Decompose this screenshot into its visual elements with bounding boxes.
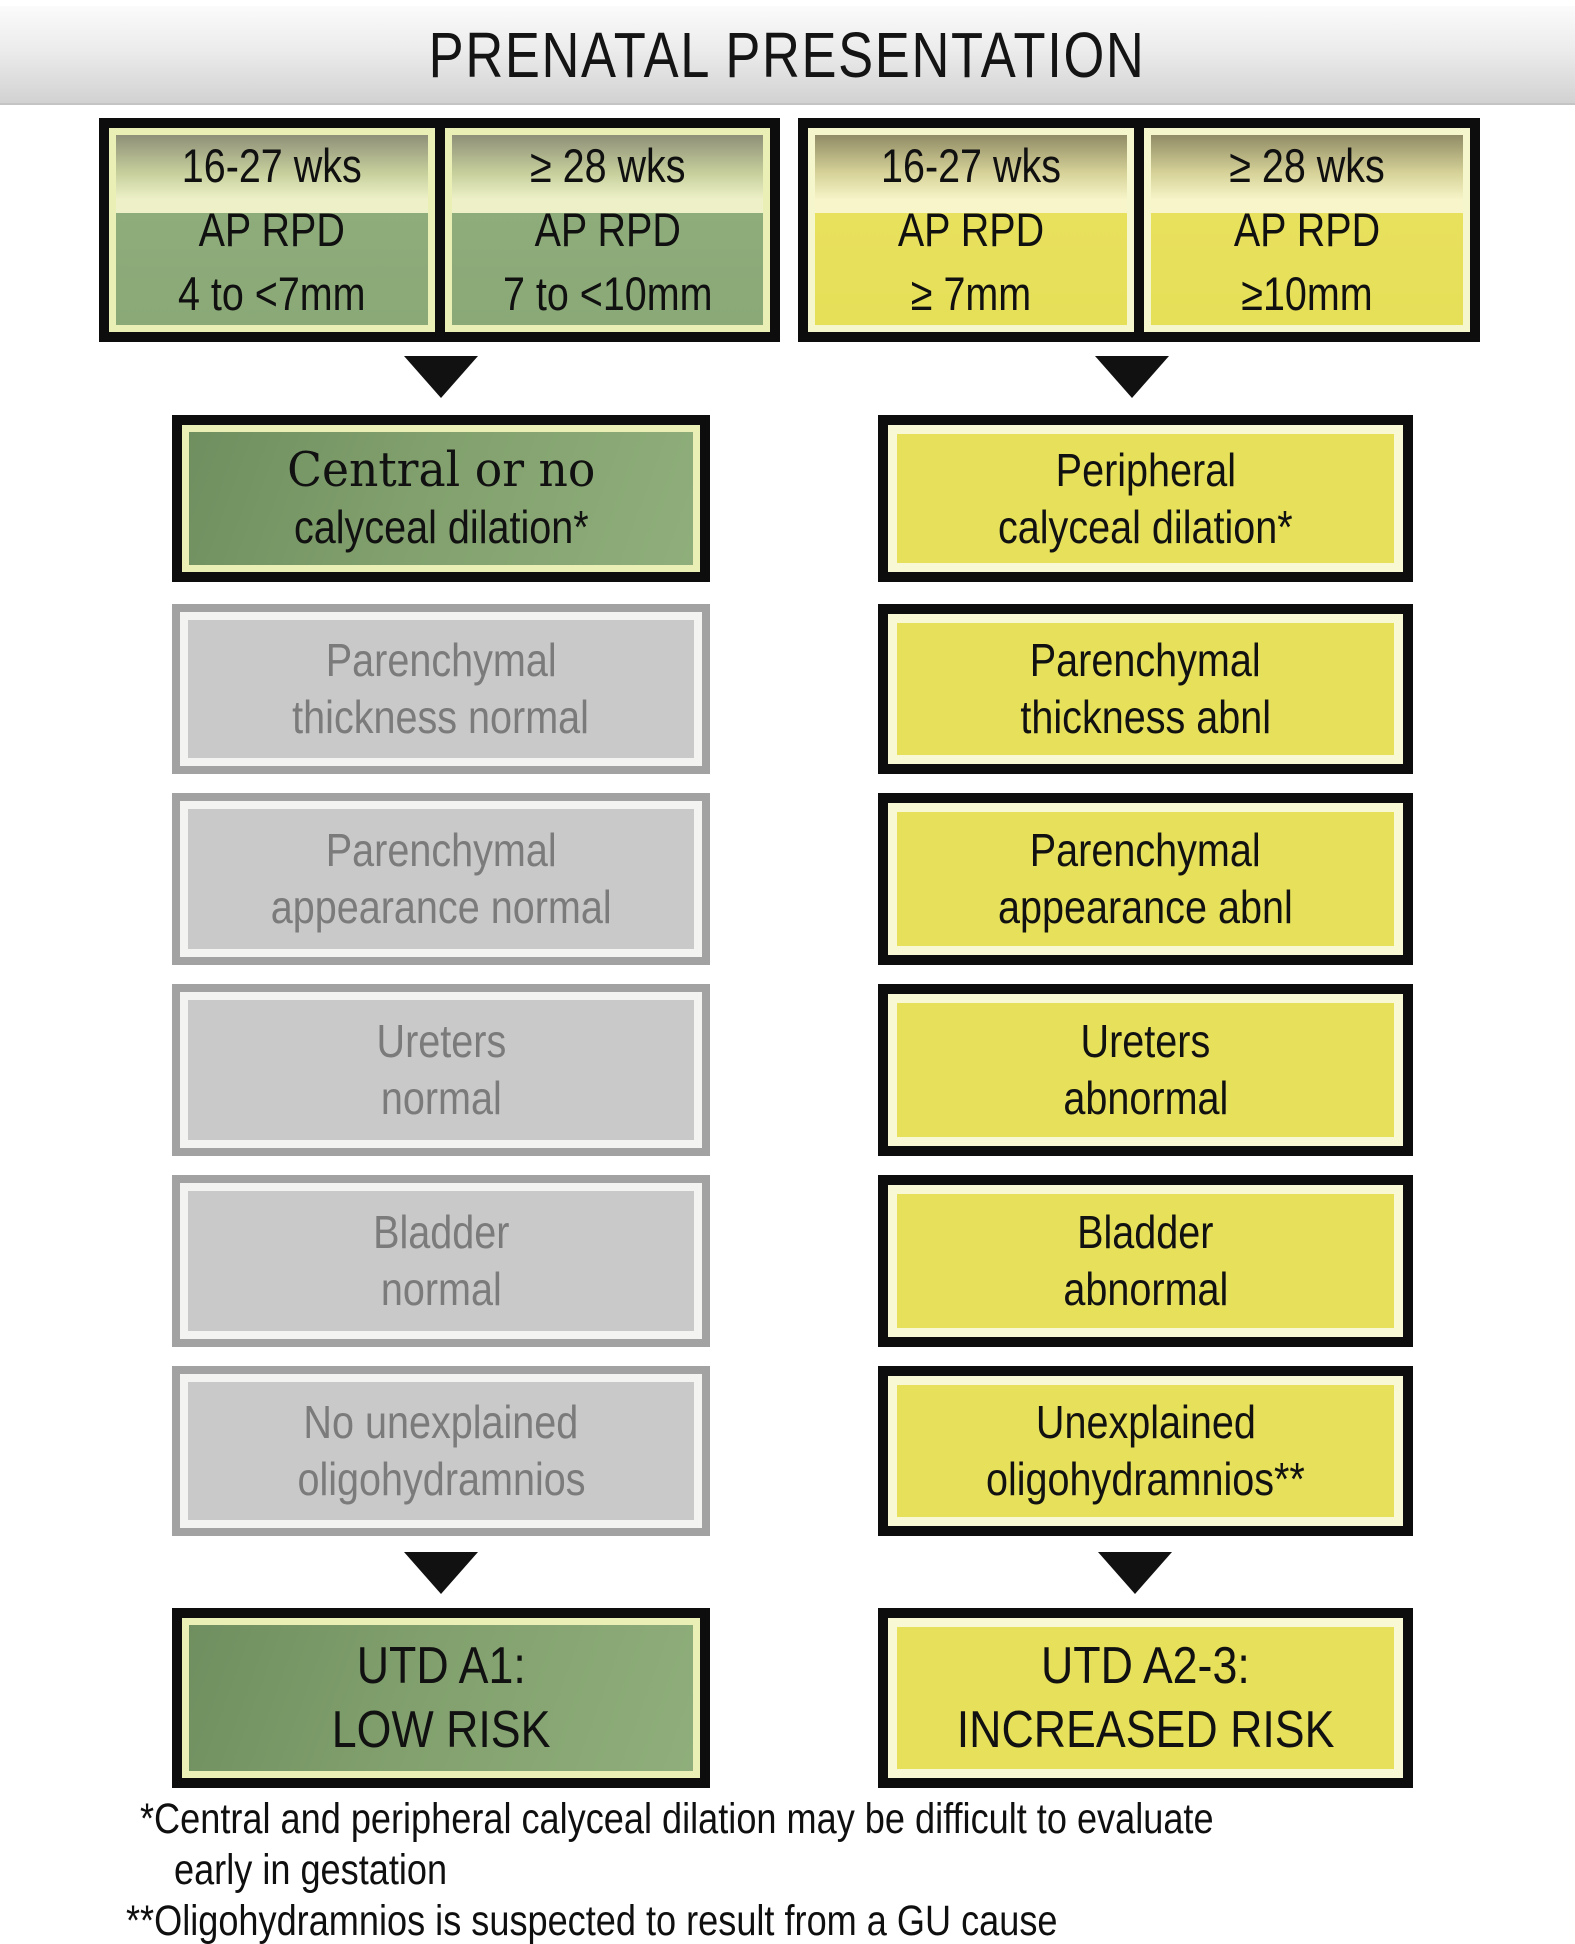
header-group-low-risk: 16-27 wks AP RPD 4 to <7mm ≥ 28 wks AP R… bbox=[99, 118, 780, 342]
criterion-line1: Bladder bbox=[372, 1206, 510, 1258]
criterion-line1: Parenchymal bbox=[1030, 634, 1261, 686]
left-oligohydramnios-box: No unexplained oligohydramnios bbox=[172, 1366, 710, 1536]
left-parenchymal-thickness-box: Parenchymal thickness normal bbox=[172, 604, 710, 774]
header-left-28wks-fill: ≥ 28 wks AP RPD 7 to <10mm bbox=[451, 135, 763, 325]
left-parenchymal-appearance-box: Parenchymal appearance normal bbox=[172, 793, 710, 965]
criterion-line1: Parenchymal bbox=[325, 634, 557, 686]
header-measure: AP RPD bbox=[1233, 203, 1381, 256]
right-calyceal-dilation-box: Peripheral calyceal dilation* bbox=[878, 415, 1413, 582]
left-calyceal-dilation-box: Central or no calyceal dilation* bbox=[172, 415, 710, 582]
header-right-28wks-fill: ≥ 28 wks AP RPD ≥10mm bbox=[1151, 135, 1463, 325]
right-ureters-box: Ureters abnormal bbox=[878, 984, 1413, 1156]
left-outcome-fill: UTD A1: LOW RISK bbox=[189, 1625, 693, 1771]
down-arrow-right-top bbox=[1095, 356, 1169, 398]
criterion-line1: Ureters bbox=[1080, 1015, 1211, 1067]
right-oligohydramnios-fill: Unexplained oligohydramnios** bbox=[897, 1385, 1394, 1517]
criterion-line2: oligohydramnios** bbox=[986, 1453, 1305, 1505]
criterion-line1: Parenchymal bbox=[1030, 824, 1261, 876]
criterion-line2: normal bbox=[380, 1072, 502, 1124]
footnotes: *Central and peripheral calyceal dilatio… bbox=[0, 1794, 1575, 1944]
down-arrow-left-top bbox=[404, 356, 478, 398]
header-measure: AP RPD bbox=[198, 203, 345, 256]
criterion-line2: appearance normal bbox=[270, 881, 612, 933]
right-ureters-fill: Ureters abnormal bbox=[897, 1003, 1394, 1137]
header-right-16-27wks-fill: 16-27 wks AP RPD ≥ 7mm bbox=[815, 135, 1127, 325]
down-arrow-right-bottom bbox=[1098, 1552, 1172, 1594]
left-bladder-fill: Bladder normal bbox=[188, 1191, 694, 1331]
left-calyceal-dilation-fill: Central or no calyceal dilation* bbox=[189, 432, 693, 565]
right-parenchymal-thickness-box: Parenchymal thickness abnl bbox=[878, 604, 1413, 774]
right-parenchymal-appearance-box: Parenchymal appearance abnl bbox=[878, 793, 1413, 965]
header-range: 4 to <7mm bbox=[177, 267, 366, 320]
left-oligohydramnios-fill: No unexplained oligohydramnios bbox=[188, 1382, 694, 1520]
header-weeks: ≥ 28 wks bbox=[1229, 139, 1385, 192]
criterion-line2: thickness normal bbox=[292, 691, 590, 743]
criterion-line1: No unexplained bbox=[303, 1396, 579, 1448]
outcome-line1: UTD A2-3: bbox=[1041, 1637, 1250, 1695]
right-outcome-fill: UTD A2-3: INCREASED RISK bbox=[897, 1627, 1394, 1769]
criterion-line2: abnormal bbox=[1063, 1072, 1228, 1124]
header-range: ≥10mm bbox=[1241, 267, 1373, 320]
right-oligohydramnios-box: Unexplained oligohydramnios** bbox=[878, 1366, 1413, 1536]
footnote-calyceal: *Central and peripheral calyceal dilatio… bbox=[140, 1795, 1214, 1843]
left-parenchymal-thickness-fill: Parenchymal thickness normal bbox=[188, 620, 694, 758]
criterion-line1: Central or no bbox=[286, 441, 596, 498]
criterion-line2: calyceal dilation* bbox=[998, 500, 1293, 553]
left-parenchymal-appearance-fill: Parenchymal appearance normal bbox=[188, 809, 694, 949]
criterion-line2: normal bbox=[380, 1263, 502, 1315]
outcome-line2: LOW RISK bbox=[331, 1701, 551, 1759]
header-weeks: 16-27 wks bbox=[181, 139, 362, 192]
left-ureters-fill: Ureters normal bbox=[188, 1000, 694, 1140]
header-group-increased-risk: 16-27 wks AP RPD ≥ 7mm ≥ 28 wks AP RPD ≥… bbox=[798, 118, 1480, 342]
footnote-oligohydramnios: **Oligohydramnios is suspected to result… bbox=[126, 1897, 1058, 1944]
left-outcome-utd-a1-box: UTD A1: LOW RISK bbox=[172, 1608, 710, 1788]
criterion-line2: oligohydramnios bbox=[296, 1453, 586, 1505]
header-range: 7 to <10mm bbox=[502, 267, 713, 320]
down-arrow-left-bottom bbox=[404, 1552, 478, 1594]
header-measure: AP RPD bbox=[534, 203, 681, 256]
right-calyceal-dilation-fill: Peripheral calyceal dilation* bbox=[897, 434, 1394, 563]
header-measure: AP RPD bbox=[897, 203, 1045, 256]
page-title: PRENATAL PRESENTATION bbox=[429, 18, 1146, 91]
outcome-line2: INCREASED RISK bbox=[956, 1701, 1335, 1759]
outcome-line1: UTD A1: bbox=[356, 1637, 526, 1695]
header-left-16-27wks-fill: 16-27 wks AP RPD 4 to <7mm bbox=[116, 135, 428, 325]
criterion-line2: calyceal dilation* bbox=[293, 500, 589, 553]
header-weeks: ≥ 28 wks bbox=[529, 139, 686, 192]
header-right-28wks: ≥ 28 wks AP RPD ≥10mm bbox=[1144, 128, 1470, 332]
criterion-line1: Unexplained bbox=[1035, 1396, 1256, 1448]
header-weeks: 16-27 wks bbox=[881, 139, 1061, 192]
header-left-16-27wks: 16-27 wks AP RPD 4 to <7mm bbox=[109, 128, 435, 332]
footnote-calyceal-wrap: early in gestation bbox=[174, 1846, 448, 1894]
left-ureters-box: Ureters normal bbox=[172, 984, 710, 1156]
right-outcome-utd-a2-3-box: UTD A2-3: INCREASED RISK bbox=[878, 1608, 1413, 1788]
right-parenchymal-appearance-fill: Parenchymal appearance abnl bbox=[897, 812, 1394, 946]
criterion-line2: abnormal bbox=[1063, 1263, 1228, 1315]
criterion-line1: Bladder bbox=[1077, 1206, 1214, 1258]
header-right-16-27wks: 16-27 wks AP RPD ≥ 7mm bbox=[808, 128, 1134, 332]
header-range: ≥ 7mm bbox=[910, 267, 1032, 320]
right-bladder-fill: Bladder abnormal bbox=[897, 1194, 1394, 1328]
criterion-line2: appearance abnl bbox=[998, 881, 1293, 933]
right-bladder-box: Bladder abnormal bbox=[878, 1175, 1413, 1347]
header-left-28wks: ≥ 28 wks AP RPD 7 to <10mm bbox=[444, 128, 770, 332]
criterion-line1: Peripheral bbox=[1055, 443, 1236, 496]
criterion-line2: thickness abnl bbox=[1020, 691, 1271, 743]
criterion-line1: Parenchymal bbox=[325, 824, 557, 876]
right-parenchymal-thickness-fill: Parenchymal thickness abnl bbox=[897, 623, 1394, 755]
left-bladder-box: Bladder normal bbox=[172, 1175, 710, 1347]
title-bar: PRENATAL PRESENTATION bbox=[0, 6, 1575, 105]
criterion-line1: Ureters bbox=[376, 1015, 506, 1067]
